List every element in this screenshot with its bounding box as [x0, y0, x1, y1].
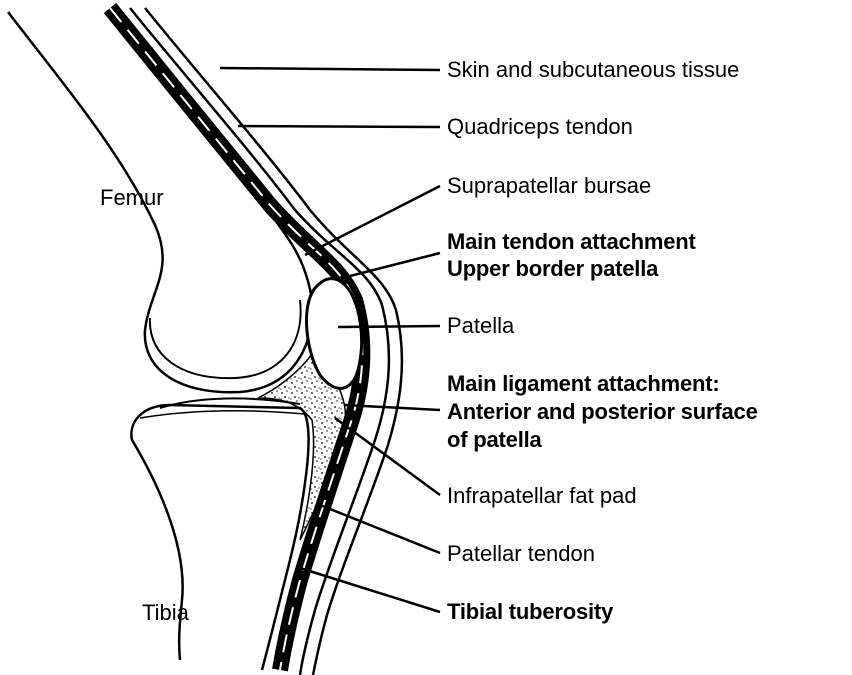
femoral-cartilage: [150, 300, 301, 378]
patellar-tendon-label: Patellar tendon: [447, 541, 595, 567]
suprapatellar-bursae-label: Suprapatellar bursae: [447, 173, 651, 199]
patella-label: Patella: [447, 313, 514, 339]
of-patella-label: of patella: [447, 427, 542, 453]
femur-label: Femur: [100, 185, 164, 211]
anterior-posterior-surface-label: Anterior and posterior surface: [447, 399, 758, 425]
tibial-tuberosity-label: Tibial tuberosity: [447, 599, 613, 625]
main-tendon-attachment-label: Main tendon attachment: [447, 229, 696, 255]
main-ligament-attachment-label: Main ligament attachment:: [447, 371, 719, 397]
quadriceps-tendon-label: Quadriceps tendon: [447, 114, 633, 140]
infrapatellar-fat-pad-label: Infrapatellar fat pad: [447, 483, 637, 509]
skin-label: Skin and subcutaneous tissue: [447, 57, 739, 83]
tibia-label: Tibia: [142, 600, 189, 626]
upper-border-patella-label: Upper border patella: [447, 256, 658, 282]
